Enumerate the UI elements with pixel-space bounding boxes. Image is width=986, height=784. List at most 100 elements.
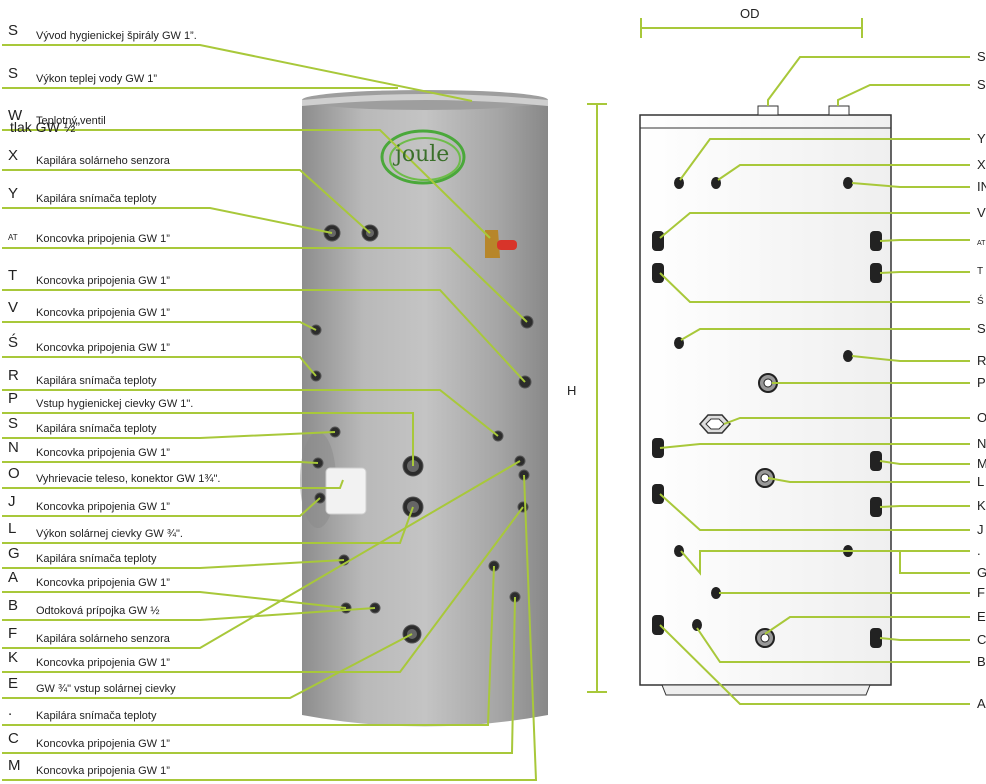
right-callout-line-7 — [879, 271, 970, 274]
left-callout-lines — [2, 44, 538, 781]
callout-letter-5: AT — [8, 233, 18, 242]
callout-letter-22: . — [8, 702, 13, 719]
schematic-port-inner-12 — [760, 473, 770, 483]
callout-line-9 — [2, 389, 499, 437]
callout-text-5: Koncovka pripojenia GW 1” — [36, 233, 170, 245]
callout-letter-15: L — [8, 520, 17, 537]
callout-letter-6: T — [8, 267, 18, 284]
callout-line-3 — [2, 169, 371, 234]
callout-text-7: Koncovka pripojenia GW 1” — [36, 307, 170, 319]
schematic-cabinet — [639, 105, 892, 696]
callout-text-4: Kapilára snímača teploty — [36, 193, 157, 205]
schematic-port-15 — [674, 545, 684, 557]
callout-text-8: Koncovka pripojenia GW 1” — [36, 342, 170, 354]
schematic-port-11 — [870, 451, 882, 471]
od-label: OD — [740, 6, 760, 21]
callout-text-24: Koncovka pripojenia GW 1” — [36, 765, 170, 777]
callout-text-15: Výkon solárnej cievky GW ¾". — [36, 528, 183, 540]
right-label-18: . — [977, 543, 981, 558]
callout-text-10: Vstup hygienickej cievky GW 1". — [36, 398, 194, 410]
callout-text-20: Koncovka pripojenia GW 1” — [36, 657, 170, 669]
joule-logo — [380, 129, 466, 185]
callout-letter-3: X — [8, 147, 19, 164]
callout-letter-18: B — [8, 597, 19, 614]
callout-line-18 — [2, 607, 376, 621]
callout-line-6 — [2, 289, 526, 383]
schematic-port-18 — [652, 615, 664, 635]
callout-text-11: Kapilára snímača teploty — [36, 423, 157, 435]
schematic-port-4 — [870, 231, 882, 251]
right-label-24: A — [977, 696, 986, 711]
right-label-16: K — [977, 498, 986, 513]
h-label: H — [567, 383, 577, 398]
dimension-h — [587, 103, 607, 693]
right-label-3: X — [977, 157, 986, 172]
schematic-port-17 — [711, 587, 721, 599]
callout-line-0 — [2, 44, 473, 102]
right-callout-line-10 — [851, 355, 970, 362]
right-label-9: S — [977, 321, 986, 336]
right-callout-line-18 — [680, 550, 970, 576]
schematic-port-8 — [843, 350, 853, 362]
right-callout-line-16 — [879, 505, 970, 508]
right-callout-line-21 — [764, 616, 970, 635]
schematic-port-2 — [843, 177, 853, 189]
right-label-5: V — [977, 205, 986, 220]
callout-letter-13: O — [8, 465, 20, 482]
schematic-port-14 — [870, 497, 882, 517]
right-callout-line-12 — [723, 417, 970, 425]
callout-text-17: Koncovka pripojenia GW 1” — [36, 577, 170, 589]
right-label-8: Ś — [977, 296, 984, 307]
right-callout-line-17 — [659, 493, 970, 531]
callout-text-18: Odtoková prípojka GW ½ — [36, 605, 160, 617]
schematic-port-10 — [652, 438, 664, 458]
callout-letter-8: Ś — [8, 334, 19, 351]
right-callout-line-3 — [717, 164, 970, 181]
callout-text-12: Koncovka pripojenia GW 1” — [36, 447, 170, 459]
schematic-port-21 — [870, 628, 882, 648]
right-label-1: S — [977, 77, 986, 92]
callout-line-10 — [2, 412, 414, 466]
right-callout-line-24 — [659, 624, 970, 705]
callout-text-1: Výkon teplej vody GW 1” — [36, 73, 158, 85]
right-callout-line-0 — [767, 56, 970, 106]
callout-letter-0: S — [8, 22, 19, 39]
callout-line-24 — [2, 474, 538, 781]
callout-letter-20: K — [8, 649, 19, 666]
right-callout-line-6 — [879, 239, 970, 242]
right-label-7: T — [977, 266, 984, 277]
callout-line-12 — [2, 461, 319, 464]
callout-line-7 — [2, 321, 317, 331]
schematic-port-5 — [652, 263, 664, 283]
callout-text-13: Vyhrievacie teleso, konektor GW 1¾". — [36, 473, 221, 485]
logo-text: joule — [395, 142, 450, 167]
right-label-23: B — [977, 654, 986, 669]
callout-line-13 — [2, 479, 344, 489]
right-callout-line-13 — [659, 443, 970, 449]
callout-line-21 — [2, 633, 413, 699]
right-callout-line-23 — [696, 627, 970, 663]
callout-letter-7: V — [8, 299, 19, 316]
schematic-port-inner-20 — [760, 633, 770, 643]
callout-letter-10: P — [8, 390, 19, 407]
right-callout-line-2 — [679, 138, 970, 181]
callout-line-20 — [2, 506, 524, 673]
right-callout-line-1 — [837, 84, 970, 106]
callout-line-11 — [2, 431, 336, 439]
right-label-14: M — [977, 456, 986, 471]
right-callout-line-14 — [879, 460, 970, 465]
callout-text-0: Vývod hygienickej špirály GW 1”. — [36, 30, 197, 42]
callout-line-17 — [2, 591, 347, 609]
callout-text-16: Kapilára snímača teploty — [36, 553, 157, 565]
right-label-10: R — [977, 353, 986, 368]
right-label-11: P — [977, 375, 986, 390]
callout-line-19 — [2, 460, 521, 649]
callout-letter-17: A — [8, 569, 19, 586]
callout-letter-16: G — [8, 545, 20, 562]
callout-letter-11: S — [8, 415, 19, 432]
dimension-od — [640, 18, 863, 38]
callout-line-2 — [2, 129, 491, 239]
right-label-2: Y — [977, 131, 986, 146]
right-callout-line-9 — [680, 328, 970, 341]
